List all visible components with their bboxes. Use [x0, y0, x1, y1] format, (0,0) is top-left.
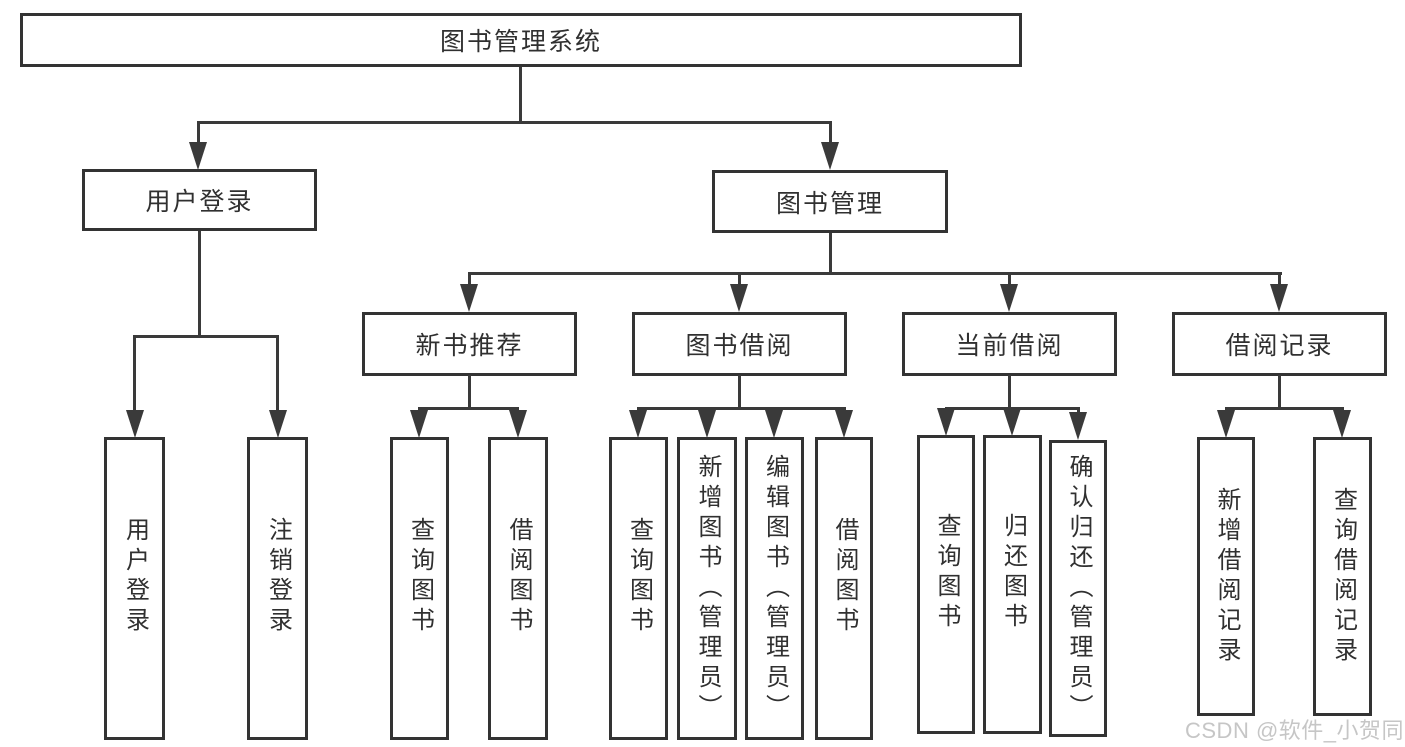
- connector-stub: [738, 272, 741, 286]
- leaf-label: 查询图书: [625, 516, 653, 637]
- node-user-login: 用户登录: [82, 169, 317, 231]
- arrow-down-icon: [1069, 412, 1087, 440]
- leaf-label: 新增借阅记录: [1213, 486, 1240, 667]
- connector-root-stem: [519, 67, 522, 121]
- leaf-label: 查询借阅记录: [1329, 486, 1357, 667]
- leaf-label: 编辑图书（管理员）: [761, 453, 789, 724]
- node-label: 图书管理: [775, 189, 884, 218]
- leaf-query-book-3: 查询图书: [917, 435, 975, 734]
- leaf-add-book-admin: 新增图书（管理员）: [677, 437, 737, 740]
- node-root: 图书管理系统: [20, 13, 1022, 67]
- arrow-down-icon: [698, 410, 716, 438]
- arrow-down-icon: [1000, 284, 1018, 312]
- leaf-label: 确认归还（管理员）: [1065, 453, 1092, 724]
- node-book-management: 图书管理: [712, 170, 948, 233]
- leaf-query-book-2: 查询图书: [609, 437, 668, 740]
- leaf-edit-book-admin: 编辑图书（管理员）: [745, 437, 804, 740]
- connector-level3: [468, 272, 1282, 275]
- leaf-confirm-return-admin: 确认归还（管理员）: [1049, 440, 1107, 737]
- leaf-label: 归还图书: [999, 512, 1027, 633]
- connector-stem: [468, 375, 471, 407]
- connector-book-mgmt-stem: [829, 233, 832, 272]
- arrow-down-icon: [821, 142, 839, 170]
- leaf-query-book-1: 查询图书: [390, 437, 449, 740]
- arrow-down-icon: [1333, 410, 1351, 438]
- leaf-query-borrow-record: 查询借阅记录: [1313, 437, 1372, 716]
- arrow-down-icon: [937, 408, 955, 436]
- connector-stub: [468, 272, 471, 286]
- connector-stub: [829, 121, 832, 147]
- arrow-down-icon: [410, 410, 428, 438]
- leaf-borrow-book-1: 借阅图书: [488, 437, 548, 740]
- connector-stub: [276, 335, 279, 412]
- arrow-down-icon: [509, 410, 527, 438]
- connector-group: [418, 407, 519, 410]
- connector-user-login-stem: [198, 231, 201, 335]
- leaf-label: 查询图书: [406, 516, 434, 637]
- connector-stub: [1077, 407, 1080, 414]
- leaf-user-login: 用户登录: [104, 437, 165, 740]
- leaf-label: 新增图书（管理员）: [694, 453, 721, 724]
- leaf-label: 借阅图书: [505, 516, 532, 637]
- node-label: 图书借阅: [685, 332, 794, 360]
- connector-stub: [133, 335, 136, 412]
- connector-group: [1225, 407, 1343, 410]
- connector-stem: [738, 375, 741, 407]
- arrow-down-icon: [835, 410, 853, 438]
- arrow-down-icon: [765, 410, 783, 438]
- arrow-down-icon: [460, 284, 478, 312]
- leaf-logout: 注销登录: [247, 437, 308, 740]
- arrow-down-icon: [1217, 410, 1235, 438]
- arrow-down-icon: [1270, 284, 1288, 312]
- connector-stub: [1278, 272, 1281, 286]
- leaf-label: 借阅图书: [831, 516, 858, 637]
- connector-level1: [197, 121, 831, 124]
- connector-user-login-group: [133, 335, 279, 338]
- leaf-return-book: 归还图书: [983, 435, 1042, 734]
- node-label: 用户登录: [145, 188, 254, 216]
- node-label: 当前借阅: [955, 332, 1064, 360]
- connector-stem: [1278, 375, 1281, 407]
- connector-stem: [1008, 375, 1011, 407]
- node-current-borrowing: 当前借阅: [902, 312, 1117, 376]
- arrow-down-icon: [730, 284, 748, 312]
- arrow-down-icon: [269, 410, 287, 438]
- arrow-down-icon: [189, 142, 207, 170]
- node-book-borrowing: 图书借阅: [632, 312, 847, 376]
- leaf-add-borrow-record: 新增借阅记录: [1197, 437, 1255, 716]
- node-borrowing-records: 借阅记录: [1172, 312, 1387, 376]
- node-label: 新书推荐: [415, 332, 524, 360]
- arrow-down-icon: [126, 410, 144, 438]
- arrow-down-icon: [1003, 408, 1021, 436]
- arrow-down-icon: [629, 410, 647, 438]
- watermark: CSDN @软件_小贺同学: [1185, 718, 1405, 743]
- node-new-book-recommend: 新书推荐: [362, 312, 577, 376]
- leaf-label: 注销登录: [264, 516, 292, 637]
- connector-stub: [1008, 272, 1011, 286]
- connector-stub: [197, 121, 200, 147]
- node-label: 借阅记录: [1225, 332, 1334, 360]
- connector-group: [637, 407, 845, 410]
- leaf-label: 查询图书: [933, 512, 960, 633]
- node-root-label: 图书管理系统: [439, 28, 602, 56]
- leaf-label: 用户登录: [121, 516, 149, 637]
- leaf-borrow-book-2: 借阅图书: [815, 437, 873, 740]
